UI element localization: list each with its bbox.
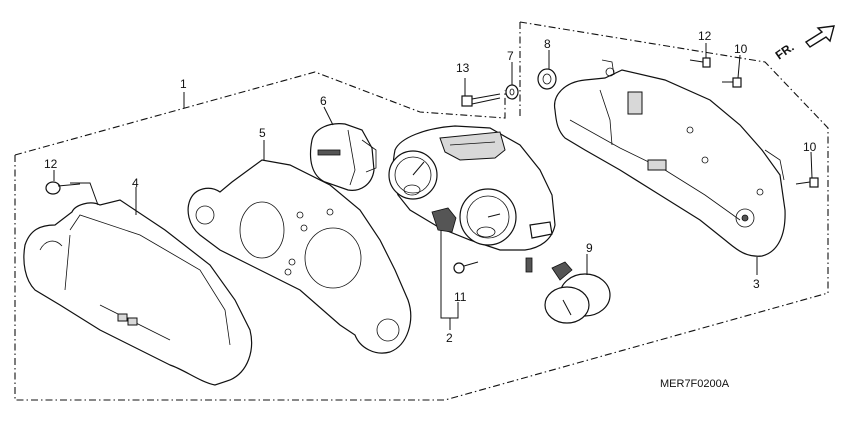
meter-face-plate [187, 159, 412, 354]
leader-lines [53, 43, 813, 330]
arrow-up-right-icon [804, 25, 835, 48]
bulb-socket [544, 261, 611, 324]
callout-4: 4 [132, 176, 139, 190]
diagram-code: MER7F0200A [660, 378, 730, 390]
meter-assembly [388, 125, 556, 273]
screw-10-right [795, 177, 819, 188]
callout-labels: 1 2 3 4 5 6 7 8 9 10 10 11 12 12 13 [44, 29, 817, 345]
indicator-housing [309, 123, 377, 191]
callout-3: 3 [753, 277, 760, 291]
callout-5: 5 [259, 126, 266, 140]
callout-2: 2 [446, 331, 453, 345]
callout-1: 1 [180, 77, 187, 91]
screw-12-left [45, 181, 81, 195]
callout-10-top: 10 [734, 42, 748, 56]
direction-label: FR. [773, 40, 797, 63]
callout-10-right: 10 [803, 140, 817, 154]
callout-9: 9 [586, 241, 593, 255]
screw-11 [453, 261, 479, 274]
callout-6: 6 [320, 94, 327, 108]
callout-12-right: 12 [698, 29, 712, 43]
callout-11: 11 [454, 290, 467, 304]
assembly-boundary-main [14, 21, 829, 401]
callout-13: 13 [456, 61, 470, 75]
grommet-8 [537, 68, 557, 90]
screw-10-top [722, 77, 742, 88]
meter-rear-case [554, 59, 786, 257]
screw-12-right [689, 57, 711, 68]
callout-7: 7 [507, 49, 514, 63]
callout-12-left: 12 [44, 157, 58, 171]
direction-indicator: FR. [773, 25, 835, 63]
callout-8: 8 [544, 37, 551, 51]
bolt-13 [461, 93, 501, 107]
meter-lens-cover [23, 199, 253, 386]
washer-7 [505, 84, 519, 100]
